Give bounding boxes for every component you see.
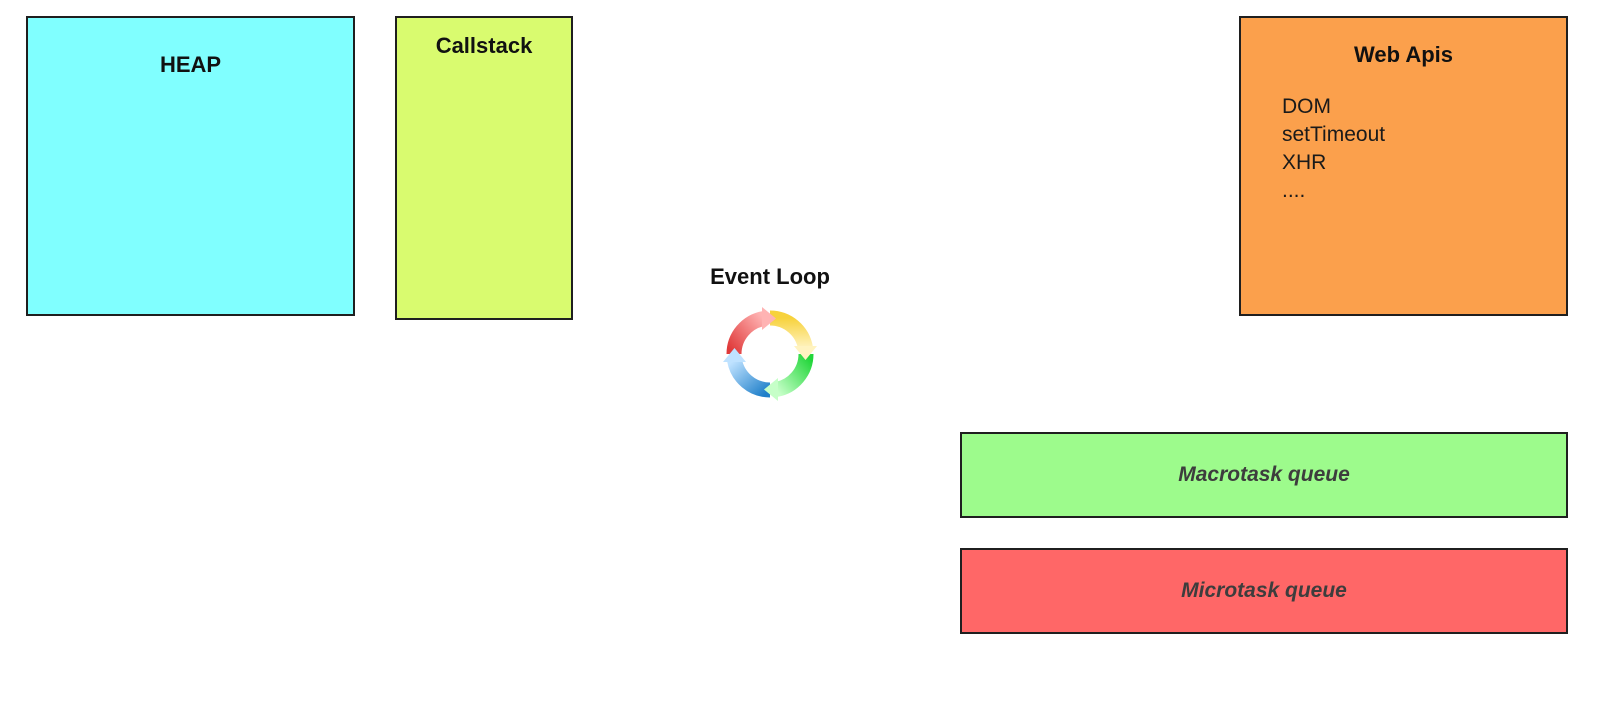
loop-arc-green [774, 353, 814, 397]
heap-box: HEAP [26, 16, 355, 316]
microtask-queue-box: Microtask queue [960, 548, 1568, 634]
loop-arc-red [726, 311, 766, 355]
web-api-item: .... [1282, 179, 1306, 202]
callstack-title: Callstack [435, 33, 533, 58]
web-api-item: DOM [1282, 95, 1331, 118]
web-apis-title: Web Apis [1353, 42, 1453, 67]
loop-arrowhead-red [762, 307, 776, 330]
web-apis-box: Web Apis DOM setTimeout XHR .... [1239, 16, 1568, 316]
loop-arrowhead-green [764, 378, 778, 401]
cycle-arrows-icon [723, 307, 817, 401]
macrotask-queue-box: Macrotask queue [960, 432, 1568, 518]
macrotask-queue-label: Macrotask queue [1178, 463, 1350, 486]
microtask-queue-label: Microtask queue [1181, 579, 1347, 602]
web-api-item: setTimeout [1282, 123, 1386, 146]
loop-arc-yellow [769, 310, 813, 350]
event-loop-label: Event Loop [710, 264, 830, 289]
loop-arrowhead-blue [723, 348, 746, 362]
web-api-item: XHR [1282, 151, 1327, 174]
web-apis-list: DOM setTimeout XHR .... [1282, 93, 1385, 205]
loop-arrowhead-yellow [794, 346, 817, 360]
callstack-box: Callstack [395, 16, 573, 320]
loop-arc-blue [727, 358, 771, 398]
heap-title: HEAP [159, 52, 222, 77]
